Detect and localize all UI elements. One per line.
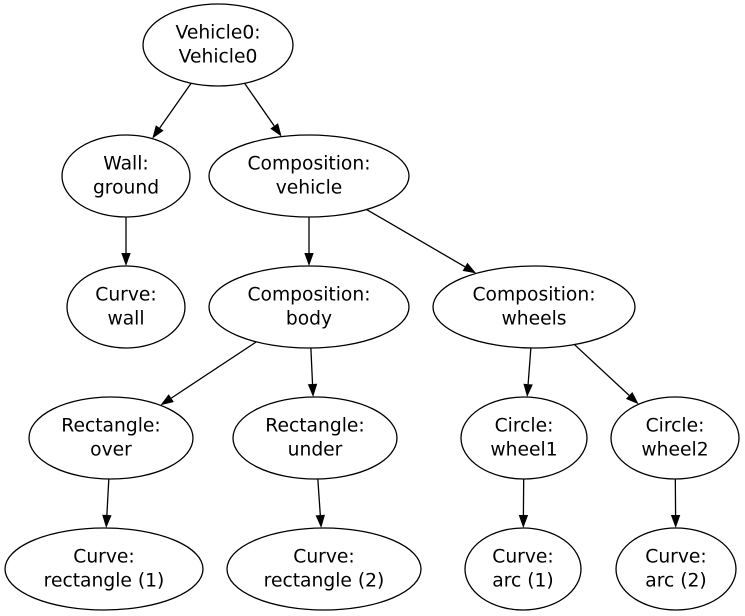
edge-vehicle0-to-wall-ground (152, 82, 192, 139)
node-curve-rectangle-2: Curve: rectangle (2) (226, 527, 422, 611)
edge-composition-vehicle-to-composition-wheels (366, 208, 477, 274)
node-wall-ground: Wall: ground (61, 134, 191, 218)
node-ellipse (464, 527, 582, 611)
node-circle-wheel1: Circle: wheel1 (460, 396, 588, 480)
node-label-line1: Rectangle: (265, 416, 364, 437)
node-label-line1: Curve: (645, 547, 706, 568)
node-ellipse (460, 396, 588, 480)
node-label-line2: arc (2) (645, 571, 706, 592)
edge-rectangle-under-to-curve-rectangle-2 (315, 478, 325, 529)
node-ellipse (610, 396, 740, 480)
node-label-line1: Composition: (472, 285, 595, 306)
node-label-line2: wall (107, 309, 144, 330)
nodes-layer: Vehicle0:Vehicle0Wall:groundComposition:… (4, 3, 740, 611)
arrowhead-icon (121, 253, 131, 266)
node-ellipse (66, 265, 186, 349)
node-rectangle-under: Rectangle: under (232, 396, 398, 480)
node-ellipse (4, 527, 204, 611)
node-curve-wall: Curve: wall (66, 265, 186, 349)
node-label-line1: Rectangle: (61, 416, 160, 437)
arrowhead-icon (270, 123, 282, 137)
node-label-line1: Vehicle0: (175, 23, 260, 44)
edge-composition-body-to-rectangle-over (160, 341, 257, 406)
node-composition-body: Composition: body (208, 265, 410, 349)
edge-composition-wheels-to-circle-wheel1 (523, 347, 533, 398)
node-composition-wheels: Composition: wheels (432, 265, 636, 349)
node-label-line2: wheel1 (490, 440, 557, 461)
node-ellipse (615, 527, 737, 611)
node-ellipse (61, 134, 191, 218)
arrowhead-icon (102, 514, 112, 529)
node-ellipse (432, 265, 636, 349)
node-label-line1: Curve: (73, 547, 134, 568)
node-curve-arc-2: Curve: arc (2) (615, 527, 737, 611)
node-label-line1: Circle: (646, 416, 705, 437)
node-label-line1: Curve: (293, 547, 354, 568)
node-ellipse (208, 265, 410, 349)
node-vehicle0: Vehicle0: Vehicle0 (142, 3, 294, 87)
node-label-line2: arc (1) (492, 571, 553, 592)
node-label-line2: Vehicle0 (179, 47, 258, 68)
arrowhead-icon (523, 383, 533, 398)
arrowhead-icon (315, 514, 325, 529)
edge-circle-wheel2-to-curve-arc-2 (670, 478, 681, 529)
node-label-line1: Curve: (95, 285, 156, 306)
edges-layer (102, 82, 681, 529)
node-label-line2: wheel2 (641, 440, 708, 461)
edge-vehicle0-to-composition-vehicle (244, 82, 282, 137)
node-curve-arc-1: Curve: arc (1) (464, 527, 582, 611)
node-label-line2: ground (93, 178, 159, 199)
arrowhead-icon (160, 394, 174, 406)
node-rectangle-over: Rectangle: over (28, 396, 194, 480)
node-label-line1: Curve: (492, 547, 553, 568)
node-label-line1: Circle: (495, 416, 554, 437)
node-label-line1: Composition: (247, 154, 370, 175)
node-ellipse (142, 3, 294, 87)
node-curve-rectangle-1: Curve: rectangle (1) (4, 527, 204, 611)
node-label-line2: wheels (501, 309, 566, 330)
node-label-line2: rectangle (1) (44, 571, 165, 592)
node-ellipse (226, 527, 422, 611)
node-label-line2: rectangle (2) (264, 571, 385, 592)
node-ellipse (232, 396, 398, 480)
arrowhead-icon (670, 514, 681, 529)
node-composition-vehicle: Composition: vehicle (208, 134, 410, 218)
edge-composition-body-to-rectangle-under (307, 347, 318, 398)
node-ellipse (28, 396, 194, 480)
node-label-line2: under (288, 440, 343, 461)
node-label-line2: vehicle (276, 178, 343, 199)
arrowhead-icon (462, 262, 477, 274)
node-circle-wheel2: Circle: wheel2 (610, 396, 740, 480)
node-label-line2: over (90, 440, 132, 461)
edge-rectangle-over-to-curve-rectangle-1 (102, 478, 112, 529)
node-ellipse (208, 134, 410, 218)
node-label-line2: body (286, 309, 332, 330)
arrowhead-icon (307, 383, 318, 398)
edge-composition-vehicle-to-composition-body (304, 217, 314, 266)
edge-circle-wheel1-to-curve-arc-1 (518, 478, 529, 529)
edge-wall-ground-to-curve-wall (121, 217, 131, 266)
arrowhead-icon (304, 253, 314, 266)
arrowhead-icon (152, 125, 164, 139)
arrowhead-icon (625, 391, 639, 405)
node-label-line1: Composition: (247, 285, 370, 306)
arrowhead-icon (518, 514, 529, 529)
node-label-line1: Wall: (103, 154, 148, 175)
edge-composition-wheels-to-circle-wheel2 (573, 344, 639, 405)
